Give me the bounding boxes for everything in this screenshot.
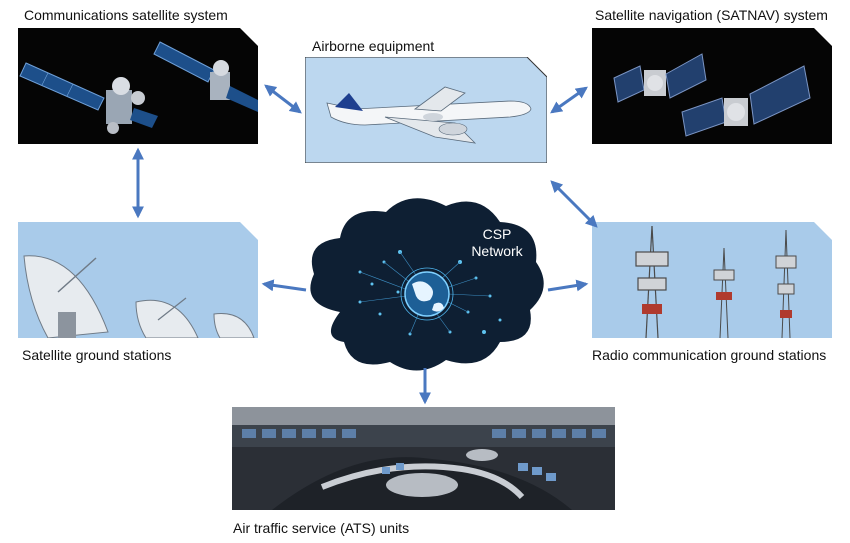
gps-satellite-icon-2	[681, 65, 811, 137]
dish-antenna-icon-3	[213, 313, 255, 338]
radio-tower-icon-2	[713, 247, 735, 338]
radio-ground-panel	[592, 222, 832, 338]
arrow-cloud-radio	[547, 279, 589, 292]
satnav-label: Satellite navigation (SATNAV) system	[595, 7, 828, 23]
csp-network-cloud	[300, 192, 552, 380]
airborne-label: Airborne equipment	[312, 38, 435, 54]
control-room-image	[232, 407, 615, 510]
monitor-row	[242, 429, 606, 438]
comm-sat-label: Communications satellite system	[24, 7, 228, 23]
satnav-panel	[592, 28, 832, 144]
comm-satellite-image	[18, 28, 258, 144]
cloud-image	[310, 198, 544, 371]
dish-antenna-icon-2	[135, 297, 199, 338]
airborne-panel	[305, 57, 547, 163]
comm-sat-panel	[18, 28, 258, 144]
dish-antenna-image	[18, 222, 258, 338]
airplane-image	[305, 57, 547, 163]
sat-ground-panel	[18, 222, 258, 338]
csp-line2: Network	[471, 243, 523, 259]
arrow-airborne-radio	[550, 180, 598, 228]
radio-tower-icon-3	[775, 229, 797, 338]
radio-tower-icon	[635, 225, 669, 338]
csp-network-text: CSP Network	[462, 226, 532, 260]
radio-tower-image	[592, 222, 832, 338]
ats-label: Air traffic service (ATS) units	[233, 520, 410, 536]
airplane-icon	[326, 86, 532, 144]
radio-ground-label: Radio communication ground stations	[592, 347, 827, 363]
arrow-satnav-airborne	[550, 86, 588, 114]
csp-line1: CSP	[482, 226, 512, 242]
dish-antenna-icon	[23, 255, 109, 338]
ats-panel	[232, 407, 615, 510]
arrow-cloud-satground	[261, 279, 307, 292]
satellite-icon	[19, 62, 158, 134]
gps-satellite-icon	[613, 53, 707, 103]
arrow-commsat-airborne	[264, 84, 302, 114]
sat-ground-label: Satellite ground stations	[22, 347, 172, 363]
satnav-satellite-image	[592, 28, 832, 144]
globe-icon	[400, 267, 454, 321]
console-monitors	[382, 463, 556, 481]
satellite-icon-2	[153, 41, 258, 112]
